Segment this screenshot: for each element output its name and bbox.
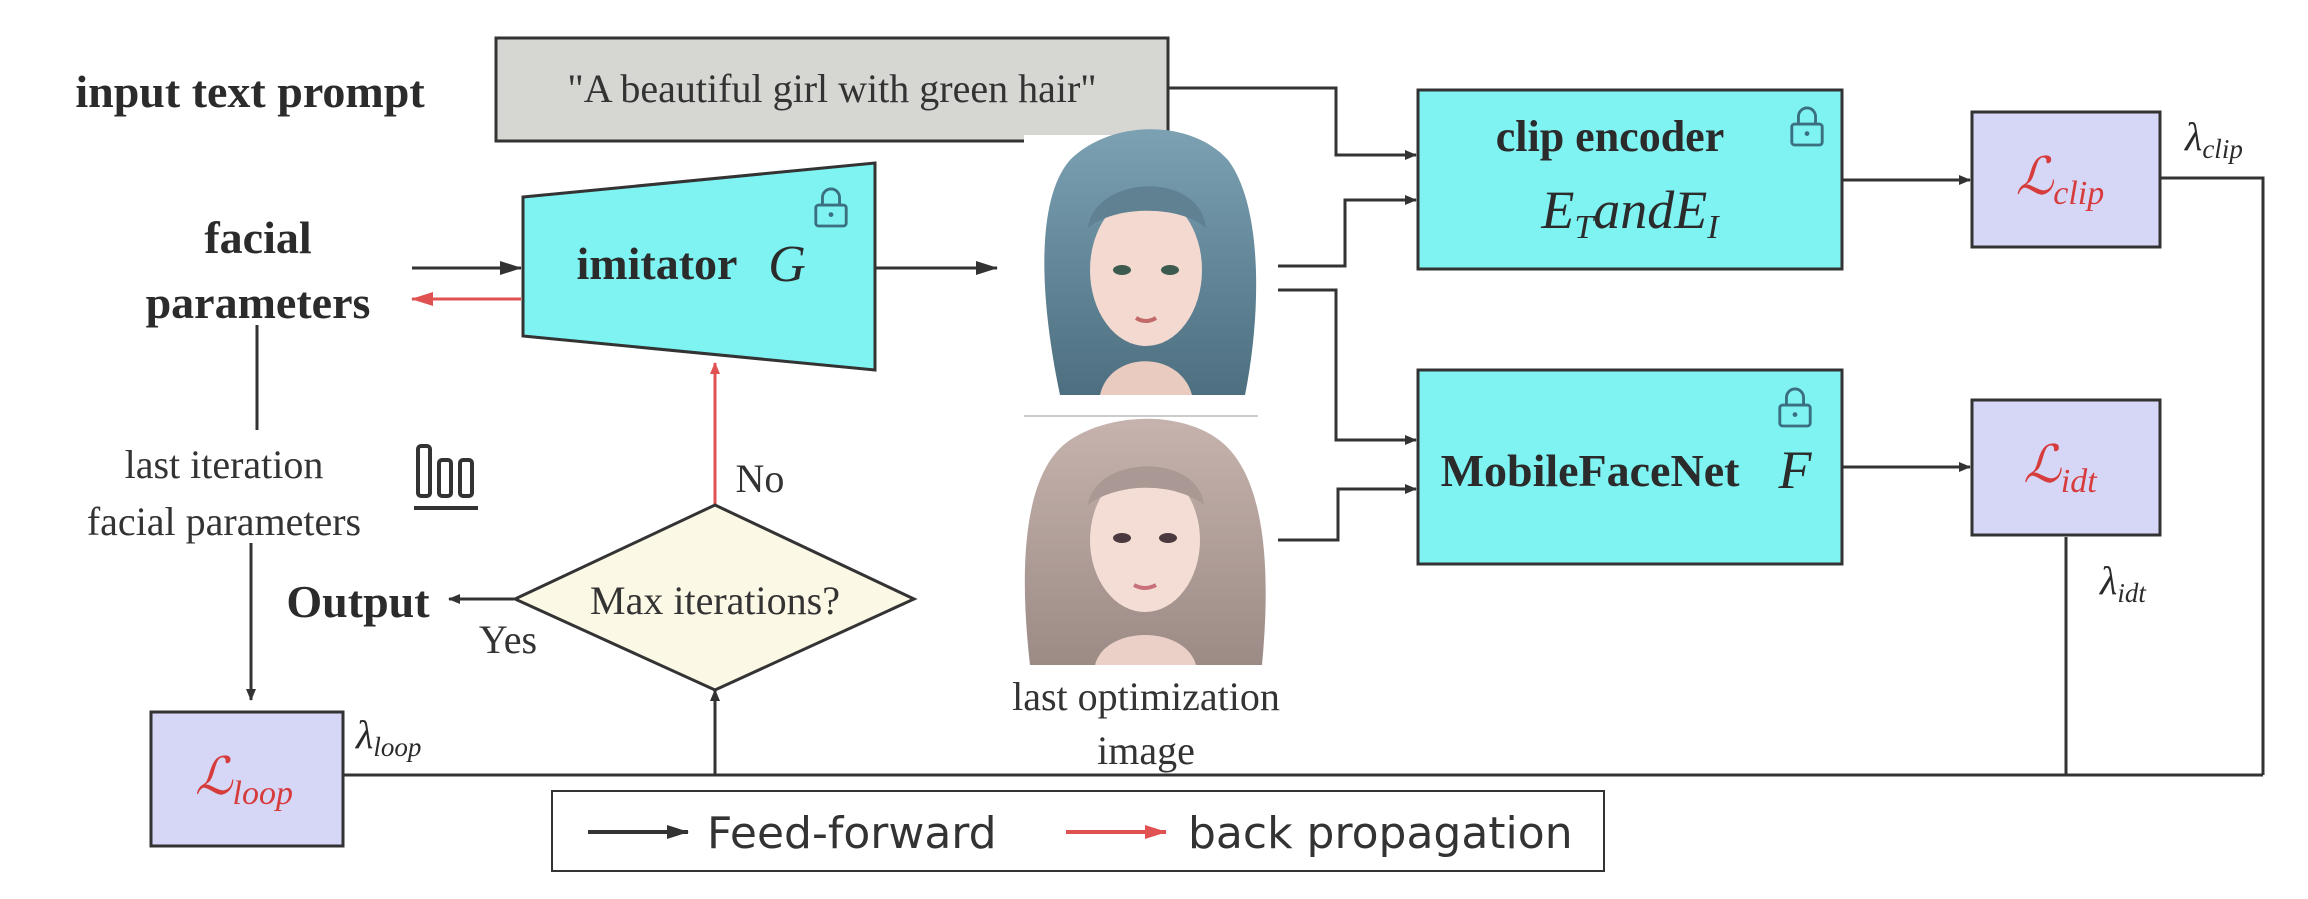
clip-weight-line [2160,176,2265,775]
loss-clip-weight: λclip [2184,114,2243,164]
prompt-text: "A beautiful girl with green hair" [567,66,1096,111]
decision-question: Max iterations? [590,578,840,623]
no-label: No [736,456,785,501]
connectors [246,86,2265,777]
face2-to-mfn-arrow [1278,484,1417,542]
imitator-symbol: G [768,236,806,293]
face1-to-mfn-arrow [1278,288,1417,445]
face1-to-clip-arrow [1278,195,1417,268]
imitator-label: imitator [577,238,738,289]
prompt-box: "A beautiful girl with green hair" [494,36,1170,143]
loss-idt-block: ℒidt [1970,398,2162,537]
legend-forward-label: Feed-forward [707,808,997,859]
loss-idt-weight: λidt [2099,558,2147,608]
mobilefacenet-block: MobileFaceNet F [1416,368,1844,566]
bar-chart-icon [414,444,478,510]
decision-block: Max iterations? [511,503,918,692]
clip-encoder-formula: ETandEI [1540,180,1720,246]
yes-label: Yes [479,617,537,662]
facial-parameters-line1: facial [204,212,311,263]
loss-clip-block: ℒclip [1970,110,2162,249]
input-text-label: input text prompt [75,66,425,117]
mobilefacenet-label: MobileFaceNet [1441,445,1741,496]
loss-clip-symbol: ℒclip [2016,149,2104,212]
last-iteration-line2: facial parameters [87,499,361,544]
clip-encoder-block: clip encoder ETandEI [1416,88,1844,271]
loss-loop-block: ℒloop [149,710,345,848]
loss-loop-symbol: ℒloop [195,749,293,812]
legend: Feed-forward back propagation [551,790,1605,872]
prompt-to-clip-arrow [1168,86,1417,160]
legend-back-label: back propagation [1188,808,1573,859]
output-label: Output [286,576,430,627]
clip-encoder-title: clip encoder [1496,112,1725,161]
last-iteration-line1: last iteration [125,442,324,487]
last-optimization-line2: image [1097,728,1195,773]
loss-idt-symbol: ℒidt [2023,437,2098,500]
last-optimization-line1: last optimization [1012,674,1280,719]
mobilefacenet-symbol: F [1778,440,1813,500]
loss-loop-weight: λloop [355,712,421,762]
face-image-pink [1020,418,1270,665]
imitator-block: imitator G [521,161,877,372]
face-image-blue [1024,129,1268,397]
facial-parameters-line2: parameters [146,277,371,328]
